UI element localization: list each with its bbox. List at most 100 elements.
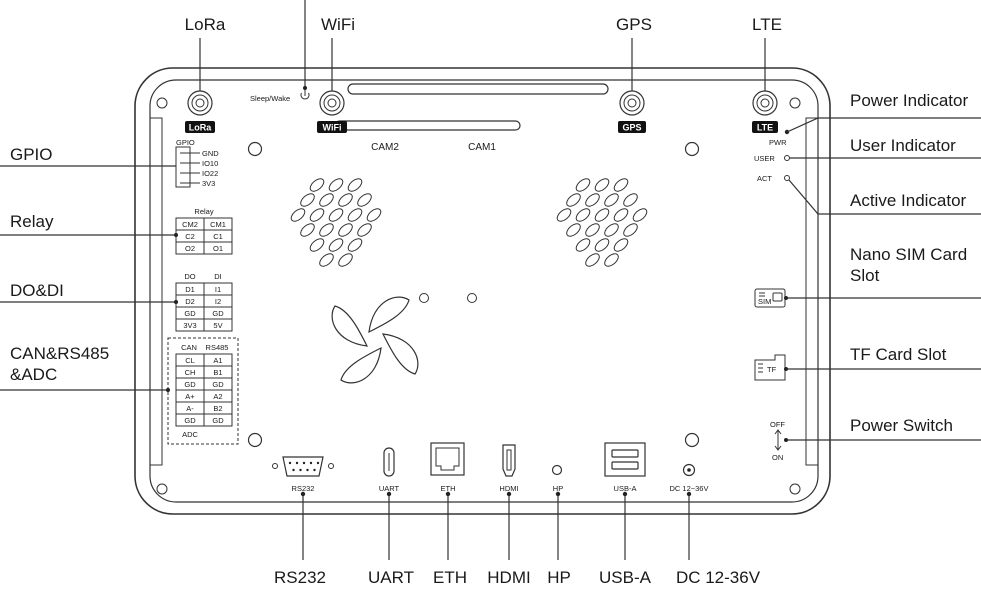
screw-hole bbox=[156, 483, 168, 495]
eth-port-label: ETH bbox=[441, 484, 456, 493]
user-label: USER bbox=[754, 154, 775, 163]
vent-slot bbox=[347, 178, 363, 192]
vent-slot bbox=[556, 208, 572, 222]
usb-a-port[interactable]: USB-A bbox=[604, 442, 646, 493]
vent-slot bbox=[328, 178, 344, 192]
vent-slot bbox=[309, 178, 325, 192]
mount-hole bbox=[419, 293, 429, 303]
mount-hole bbox=[247, 141, 263, 157]
uart-port[interactable]: UART bbox=[379, 447, 400, 493]
sim-slot[interactable]: SIM bbox=[754, 288, 788, 308]
tf-slot[interactable]: TF bbox=[754, 354, 788, 381]
db9-pin bbox=[299, 468, 302, 472]
dodi-cell: I2 bbox=[215, 297, 221, 306]
gpio-pin-label: IO22 bbox=[202, 169, 218, 178]
relay-callout: Relay bbox=[10, 212, 54, 231]
eth-callout: ETH bbox=[433, 568, 467, 587]
vent-slot bbox=[585, 193, 600, 207]
can-cell: A- bbox=[186, 404, 194, 413]
hdmi-port[interactable]: HDMI bbox=[499, 444, 519, 493]
tf-card-callout: TF Card Slot bbox=[850, 345, 947, 364]
left-side-strip bbox=[150, 117, 163, 466]
vent-slot bbox=[566, 223, 581, 237]
switch-on-label: ON bbox=[772, 453, 783, 462]
vent-slot bbox=[347, 208, 363, 222]
relay-cell: CM1 bbox=[210, 220, 226, 229]
mount-hole bbox=[467, 293, 477, 303]
active-indicator-callout: Active Indicator bbox=[850, 191, 967, 210]
hp-port[interactable]: HP bbox=[551, 464, 564, 494]
vent-slot bbox=[357, 193, 372, 207]
dc-port[interactable]: DC 12~36V bbox=[670, 463, 709, 494]
can-cell: B2 bbox=[213, 404, 222, 413]
power-switch[interactable]: OFF ON bbox=[770, 420, 788, 462]
db9-pin bbox=[306, 468, 309, 472]
gpio-callout: GPIO bbox=[10, 145, 53, 164]
dodi-cell: 5V bbox=[213, 321, 222, 330]
can-block: CAN RS485 CL A1 CH B1 GD GD A+ A2 A- B2 … bbox=[167, 337, 239, 445]
lora-antenna: LoRa bbox=[185, 90, 215, 133]
rs232-port-label: RS232 bbox=[292, 484, 315, 493]
vent-slot bbox=[623, 193, 638, 207]
sleep-wake-label: Sleep/Wake bbox=[250, 94, 290, 103]
screw-hole bbox=[156, 97, 168, 109]
right-side-strip bbox=[805, 117, 818, 466]
dodi-callout: DO&DI bbox=[10, 281, 64, 300]
vent-slot bbox=[566, 193, 581, 207]
can-cell: A+ bbox=[185, 392, 195, 401]
gps-badge-label: GPS bbox=[622, 123, 641, 133]
vent-slot bbox=[290, 208, 306, 222]
vent-grille-right bbox=[556, 178, 648, 267]
dodi-cell: GD bbox=[184, 309, 196, 318]
can-header: RS485 bbox=[206, 343, 229, 352]
uart-callout: UART bbox=[368, 568, 414, 587]
dodi-cell: GD bbox=[212, 309, 224, 318]
mount-hole bbox=[247, 432, 263, 448]
vent-slot bbox=[319, 253, 334, 267]
vent-slot bbox=[319, 223, 334, 237]
vent-slot bbox=[594, 208, 610, 222]
db9-pin bbox=[302, 461, 306, 465]
dodi-cell: D2 bbox=[185, 297, 195, 306]
gpio-block-title: GPIO bbox=[176, 138, 195, 147]
db9-pin bbox=[313, 468, 316, 472]
device-inner-frame bbox=[149, 79, 819, 503]
db9-pin bbox=[316, 461, 320, 465]
vent-grille-left bbox=[290, 178, 382, 267]
switch-off-label: OFF bbox=[770, 420, 785, 429]
wifi-badge-label: WiFi bbox=[323, 123, 342, 133]
cam2-label: CAM2 bbox=[371, 142, 399, 153]
vent-slot bbox=[328, 238, 344, 252]
vent-slot bbox=[309, 238, 325, 252]
gps-antenna: GPS bbox=[618, 90, 646, 133]
dc-callout: DC 12-36V bbox=[676, 568, 761, 587]
vent-slot bbox=[309, 208, 325, 222]
rs232-port[interactable]: RS232 bbox=[272, 456, 334, 493]
vent-slot bbox=[632, 208, 648, 222]
uart-port-label: UART bbox=[379, 484, 400, 493]
vent-slot bbox=[604, 223, 619, 237]
dodi-header: DI bbox=[214, 272, 222, 281]
can-callout-line2: &ADC bbox=[10, 365, 57, 384]
db9-pin bbox=[292, 468, 295, 472]
vent-slot bbox=[300, 223, 315, 237]
eth-port[interactable]: ETH bbox=[430, 442, 465, 493]
nano-sim-callout-line1: Nano SIM Card bbox=[850, 245, 967, 264]
vent-slot bbox=[338, 253, 353, 267]
can-cell: A2 bbox=[213, 392, 222, 401]
adc-label: ADC bbox=[182, 430, 198, 439]
relay-cell: CM2 bbox=[182, 220, 198, 229]
gpio-block: GPIO GND IO10 IO22 3V3 bbox=[175, 138, 219, 188]
hp-callout: HP bbox=[547, 568, 571, 587]
relay-block: Relay CM2 CM1 C2 C1 O2 O1 bbox=[175, 207, 233, 255]
can-header: CAN bbox=[181, 343, 197, 352]
lte-callout: LTE bbox=[752, 15, 782, 34]
vent-slot bbox=[585, 223, 600, 237]
nano-sim-callout-line2: Slot bbox=[850, 266, 880, 285]
power-icon[interactable] bbox=[300, 90, 310, 100]
wifi-antenna: WiFi bbox=[317, 90, 347, 133]
can-cell: GD bbox=[184, 380, 196, 389]
relay-block-title: Relay bbox=[194, 207, 213, 216]
tf-label: TF bbox=[767, 365, 777, 374]
